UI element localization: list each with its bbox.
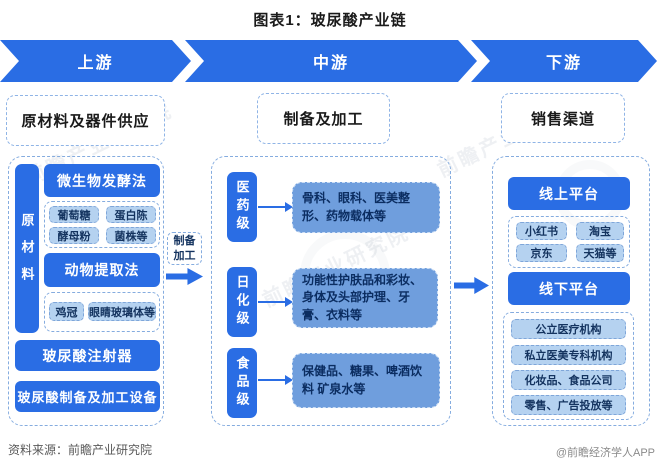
banner-upstream: 上游 [0,40,191,82]
grade-food-box: 食品级 [227,348,257,418]
chip-cosmetics-food-co: 化妆品、食品公司 [511,370,626,390]
syringe-box: 玻尿酸注射器 [15,340,160,371]
arrow-pharma [258,202,293,212]
offline-chips-group [503,312,634,420]
chip-vitreous: 眼睛玻璃体等 [88,302,156,321]
chip-glucose: 葡萄糖 [49,206,99,223]
online-platform-box: 线上平台 [508,177,630,210]
chip-private-aesthetic: 私立医美专科机构 [511,345,626,365]
arrow-daily [258,297,293,307]
offline-platform-box: 线下平台 [508,272,630,305]
chip-strains: 菌株等 [106,227,156,244]
food-applications-box: 保健品、糖果、啤酒饮料 矿泉水等 [292,353,440,408]
chip-retail-ads: 零售、广告投放等 [511,395,626,415]
arrow-upstream-to-midstream [166,268,203,285]
equipment-box: 玻尿酸制备及加工设备 [15,381,160,412]
source-note: 资料来源：前瞻产业研究院 [8,443,153,457]
grade-daily-box: 日化级 [227,267,257,337]
fermentation-chips-group [44,201,160,248]
page-title: 图表1：玻尿酸产业链 [253,12,407,29]
online-chips-group [508,216,630,268]
midstream-container [211,156,451,426]
upstream-container [8,156,164,426]
arrow-midstream-to-downstream [454,277,489,294]
chip-xiaohongshu: 小红书 [516,222,567,240]
process-label-line1: 制备 [173,235,196,248]
chip-taobao: 淘宝 [576,222,624,240]
animal-extraction-box: 动物提取法 [44,253,160,287]
fermentation-method-box: 微生物发酵法 [44,164,160,197]
banner-downstream: 下游 [471,40,657,82]
process-label-box: 制备 加工 [167,232,202,265]
process-label-line2: 加工 [173,249,196,262]
grade-pharma-box: 医药级 [227,172,257,242]
raw-material-side-label: 原材料 [15,164,39,333]
animal-chips-group [44,292,160,332]
chip-peptone: 蛋白陈 [106,206,156,223]
downstream-container [492,156,650,426]
upstream-header: 原材料及器件供应 [6,95,165,146]
downstream-header: 销售渠道 [501,93,625,143]
daily-applications-box: 功能性护肤品和彩妆、身体及头部护理、牙膏、衣料等 [292,268,438,328]
credit-note: @前瞻经济学人APP [555,447,655,459]
chip-jd: 京东 [516,244,567,262]
chip-public-medical: 公立医疗机构 [511,319,626,339]
arrow-food [258,375,293,385]
midstream-header: 制备及加工 [257,93,390,144]
chip-tmall: 天猫等 [576,244,624,262]
banner-midstream: 中游 [185,40,477,82]
pharma-applications-box: 骨科、眼科、医美整形、药物载体等 [292,182,440,233]
chip-yeast-powder: 酵母粉 [49,227,99,244]
chip-cockscomb: 鸡冠 [49,302,84,321]
